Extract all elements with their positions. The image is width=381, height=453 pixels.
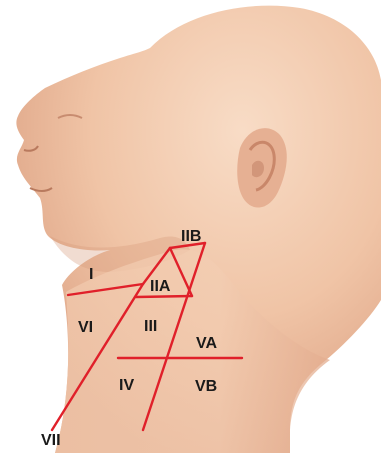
- label-level-IV: IV: [119, 377, 134, 394]
- label-level-VII: VII: [41, 432, 61, 449]
- label-level-VB: VB: [195, 378, 217, 395]
- boundary-IIA-base: [136, 296, 192, 297]
- label-level-VA: VA: [196, 335, 217, 352]
- label-level-I: I: [89, 266, 93, 283]
- label-level-VI: VI: [78, 319, 93, 336]
- label-level-III: III: [144, 318, 157, 335]
- label-level-IIA: IIA: [150, 278, 171, 295]
- label-level-IIB: IIB: [181, 228, 201, 245]
